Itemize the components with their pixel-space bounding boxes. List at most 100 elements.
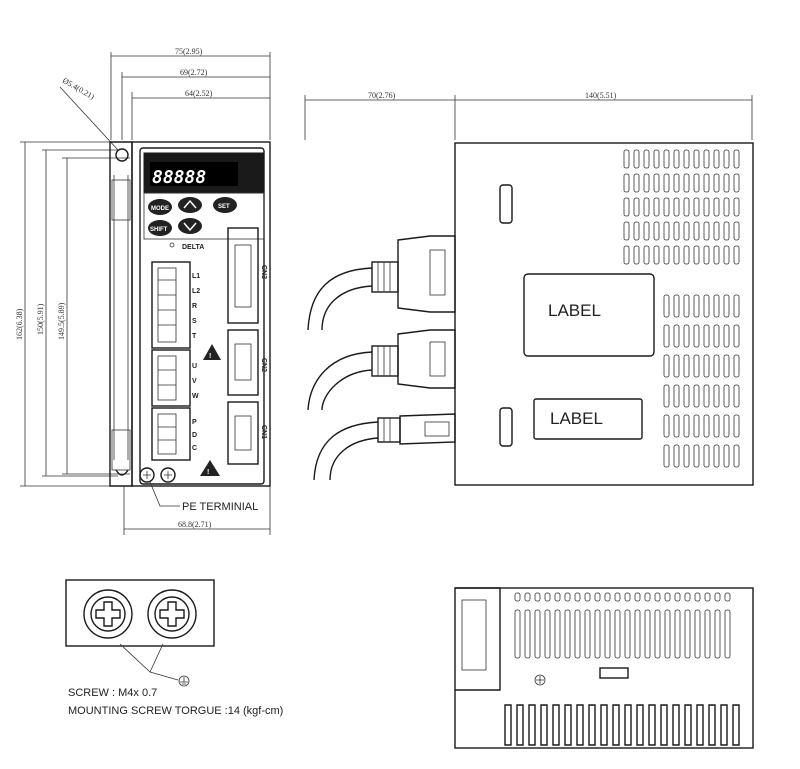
vent-slot bbox=[703, 294, 710, 318]
vent-slot bbox=[713, 444, 720, 468]
vent-slot bbox=[703, 414, 710, 438]
vent-slot bbox=[534, 609, 541, 659]
vent-slot bbox=[713, 197, 720, 217]
vent-slot bbox=[683, 354, 690, 378]
down-button[interactable] bbox=[178, 218, 202, 234]
svg-text:R: R bbox=[192, 303, 197, 310]
screw-detail-frame bbox=[65, 579, 215, 647]
vent-slot bbox=[673, 294, 680, 318]
svg-text:W: W bbox=[192, 393, 199, 400]
vent-slot bbox=[594, 609, 601, 659]
svg-text:L1: L1 bbox=[192, 273, 200, 280]
brand-logo: DELTA bbox=[182, 244, 204, 251]
screw-left bbox=[83, 589, 133, 639]
vent-slot bbox=[733, 354, 740, 378]
set-button[interactable] bbox=[213, 197, 237, 213]
cn1-connector[interactable] bbox=[227, 401, 259, 465]
vent-slot bbox=[663, 245, 670, 265]
vent-slot bbox=[714, 609, 721, 659]
vent-slot bbox=[614, 609, 621, 659]
cn3-connector[interactable] bbox=[227, 227, 259, 324]
mode-button[interactable] bbox=[148, 199, 172, 215]
vent-slot bbox=[663, 221, 670, 241]
vent-slot bbox=[663, 197, 670, 217]
regen-terminal-block: P D C bbox=[151, 407, 197, 461]
vent-slot bbox=[673, 414, 680, 438]
svg-text:C: C bbox=[192, 445, 197, 452]
bottom-view bbox=[454, 587, 754, 749]
vent-slot bbox=[683, 444, 690, 468]
vent-slot bbox=[663, 384, 670, 408]
vent-slot bbox=[693, 414, 700, 438]
vent-slot bbox=[663, 444, 670, 468]
vent-slot bbox=[544, 609, 551, 659]
vent-slot bbox=[534, 592, 541, 602]
vent-slot bbox=[683, 245, 690, 265]
vent-slot bbox=[683, 221, 690, 241]
dim-mount-width: 69(2.72) bbox=[180, 68, 208, 77]
dim-connector-depth: 70(2.76) bbox=[368, 91, 396, 100]
vent-slot bbox=[623, 149, 630, 169]
vent-slot bbox=[713, 149, 720, 169]
vent-slot bbox=[614, 592, 621, 602]
vent-slot bbox=[663, 294, 670, 318]
vent-slot bbox=[713, 221, 720, 241]
heatsink-fin bbox=[672, 704, 680, 746]
vent-slot bbox=[574, 592, 581, 602]
svg-text:P: P bbox=[192, 419, 197, 426]
vent-slot bbox=[733, 149, 740, 169]
mount-hole-top bbox=[115, 148, 129, 162]
heatsink-fin bbox=[552, 704, 560, 746]
vent-slot bbox=[673, 149, 680, 169]
dim-bottom-width: 68.8(2.71) bbox=[178, 520, 212, 529]
torque-spec: MOUNTING SCREW TORGUE :14 (kgf-cm) bbox=[68, 705, 283, 717]
svg-text:V: V bbox=[192, 378, 197, 385]
vent-slot bbox=[694, 609, 701, 659]
shift-button[interactable] bbox=[148, 220, 172, 236]
vent-slot bbox=[723, 221, 730, 241]
led-display: 88888 bbox=[152, 167, 206, 188]
vent-slot bbox=[723, 384, 730, 408]
vent-slot bbox=[623, 221, 630, 241]
vent-slot bbox=[633, 149, 640, 169]
vent-slot bbox=[643, 149, 650, 169]
vent-slot bbox=[693, 324, 700, 348]
screw-right bbox=[147, 589, 197, 639]
vent-slot bbox=[673, 384, 680, 408]
heatsink-fin bbox=[588, 704, 596, 746]
heatsink-fin bbox=[708, 704, 716, 746]
up-button[interactable] bbox=[178, 197, 202, 213]
ground-icon bbox=[178, 675, 190, 687]
svg-text:U: U bbox=[192, 363, 197, 370]
vent-slot bbox=[643, 245, 650, 265]
vent-slot bbox=[733, 197, 740, 217]
phillips-icon-right bbox=[159, 601, 185, 627]
cn2-connector[interactable] bbox=[227, 329, 259, 396]
vent-slot bbox=[643, 197, 650, 217]
screw-detail: SCREW : M4x 0.7 MOUNTING SCREW TORGUE :1… bbox=[65, 579, 283, 717]
vent-slot bbox=[733, 324, 740, 348]
vent-slot bbox=[663, 354, 670, 378]
heatsink-fin bbox=[684, 704, 692, 746]
drive-body bbox=[131, 141, 271, 487]
vent-slot bbox=[604, 609, 611, 659]
svg-text:CN2: CN2 bbox=[260, 358, 267, 372]
down-arrow-icon bbox=[183, 222, 197, 232]
svg-text:!: ! bbox=[207, 469, 209, 476]
vent-slot bbox=[604, 592, 611, 602]
vent-slot bbox=[683, 197, 690, 217]
vent-slot bbox=[584, 609, 591, 659]
vent-slot bbox=[703, 149, 710, 169]
svg-text:S: S bbox=[192, 318, 197, 325]
heatsink-fin bbox=[648, 704, 656, 746]
heatsink-fin bbox=[600, 704, 608, 746]
vent-slot bbox=[703, 354, 710, 378]
vent-slot bbox=[684, 592, 691, 602]
vent-slot bbox=[683, 384, 690, 408]
vent-slot bbox=[724, 609, 731, 659]
left-dimensions: 162(6.38) 150(5.91) 149.5(5.89) bbox=[15, 141, 130, 487]
vent-slot bbox=[643, 221, 650, 241]
vent-slot bbox=[554, 592, 561, 602]
vent-slot bbox=[733, 444, 740, 468]
vent-slot bbox=[544, 592, 551, 602]
